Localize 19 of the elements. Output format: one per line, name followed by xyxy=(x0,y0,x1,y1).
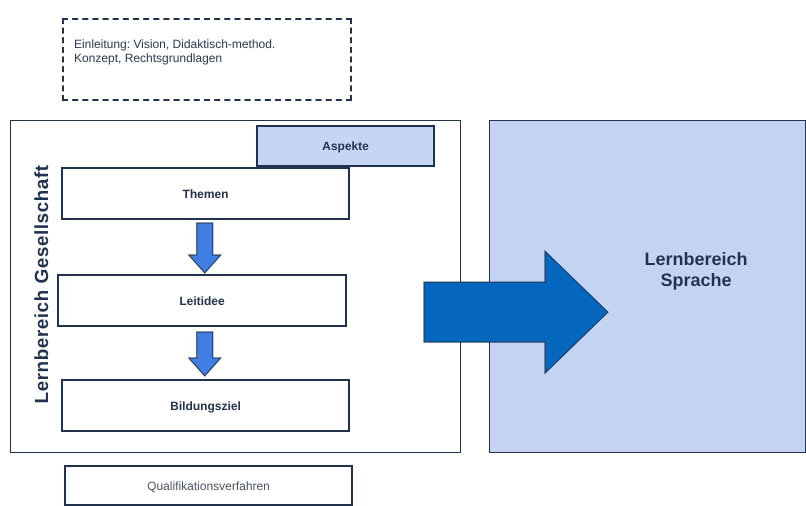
box-label: Aspekte xyxy=(321,139,370,153)
process-box xyxy=(61,167,350,220)
group-panel xyxy=(10,120,461,453)
area-panel xyxy=(489,120,806,453)
area-title: Lernbereich Sprache xyxy=(643,249,749,291)
note-text: Einleitung: Vision, Didaktisch-method. Konzept, Rechtsgrundlagen xyxy=(74,38,276,66)
group-title: Lernbereich Gesellschaft xyxy=(32,164,54,404)
process-box xyxy=(64,465,353,506)
box-label: Leitidee xyxy=(178,294,226,308)
box-label: Qualifikationsverfahren xyxy=(146,479,271,493)
dashed-note-box xyxy=(62,18,352,101)
block-arrow xyxy=(188,222,222,274)
block-arrow xyxy=(424,250,609,374)
box-label: Themen xyxy=(181,187,230,201)
box-label: Bildungsziel xyxy=(169,399,242,413)
block-arrow xyxy=(188,332,222,377)
aspect-box xyxy=(256,125,435,167)
process-box xyxy=(61,379,350,432)
process-box xyxy=(57,274,347,327)
